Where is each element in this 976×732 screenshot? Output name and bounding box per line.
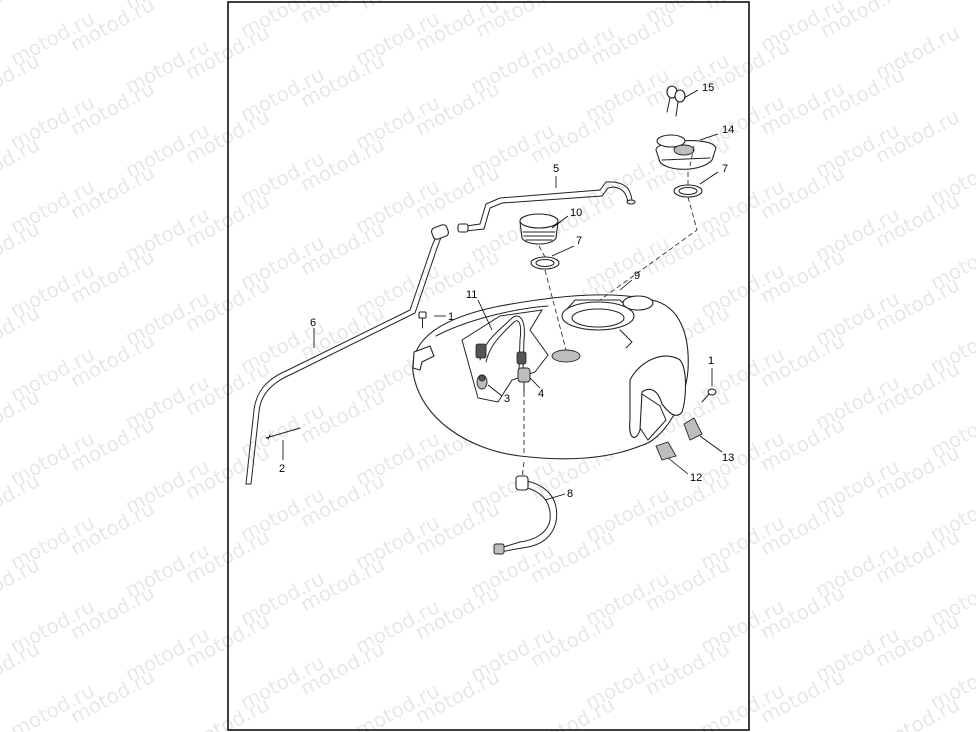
drawing-frame (227, 1, 750, 731)
bumper-13 (683, 417, 703, 441)
callout-1b: 1 (708, 355, 714, 367)
keys-15 (666, 85, 686, 117)
crossover-hose (475, 315, 527, 371)
callout-labels: 1 1 2 3 4 5 6 7 7 8 9 10 11 12 13 14 15 (279, 82, 734, 500)
locking-cap-14 (655, 134, 717, 170)
fitting-4 (517, 367, 531, 393)
watermark-text: motod.ru (871, 692, 963, 732)
vent-line-5 (457, 181, 636, 233)
watermark-text: motod.ru (0, 468, 43, 532)
bumper-12 (655, 441, 677, 461)
callout-11: 11 (466, 289, 477, 301)
screw-1-right (701, 388, 717, 403)
leader-lines (282, 89, 723, 501)
vent-hose-6 (245, 224, 449, 485)
screw-1-left (418, 311, 427, 329)
gasket-7-right (673, 184, 703, 198)
callout-13: 13 (722, 452, 734, 464)
callout-7b: 7 (722, 163, 728, 175)
watermark-text: motod.ru (0, 384, 43, 448)
callout-1a: 1 (448, 311, 454, 323)
watermark-text: motod.ru (0, 636, 43, 700)
fuel-tank (412, 294, 689, 460)
callout-5: 5 (553, 163, 559, 175)
callout-14: 14 (722, 124, 734, 136)
watermark-text: motod.ru (0, 216, 43, 280)
callout-2: 2 (279, 463, 285, 475)
callout-6: 6 (310, 317, 316, 329)
watermark-text: motod.ru (0, 300, 43, 364)
cable-tie-2 (265, 427, 301, 440)
watermark-text: motod.ru (0, 552, 43, 616)
fuel-cap-10 (519, 213, 559, 245)
callout-7a: 7 (576, 235, 582, 247)
callout-3: 3 (504, 393, 510, 405)
fitting-3 (476, 374, 488, 390)
callout-4: 4 (538, 388, 544, 400)
fuel-line-8 (493, 475, 558, 555)
gasket-7-left (530, 256, 560, 270)
assembly-lines (521, 145, 698, 479)
callout-12: 12 (690, 472, 702, 484)
watermark-text: motod.ru (0, 48, 43, 112)
callout-9: 9 (634, 270, 640, 282)
callout-8: 8 (567, 488, 573, 500)
callout-15: 15 (702, 82, 714, 94)
watermark-text: motod.ru (0, 132, 43, 196)
callout-10: 10 (570, 207, 582, 219)
watermark-text: motod.ru (0, 0, 43, 28)
watermark-text: motod.ru (526, 692, 618, 732)
watermark-text: motod.ru (181, 692, 273, 732)
